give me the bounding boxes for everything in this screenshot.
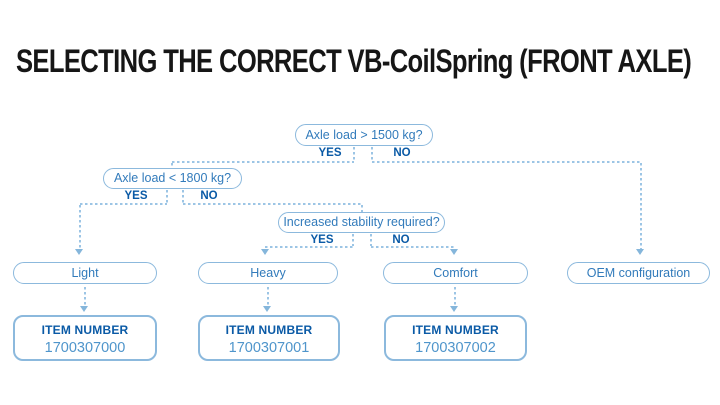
arrow-down-icon: [450, 249, 458, 255]
connector-d2-yes-horizontal: [80, 203, 167, 205]
connector-into-d2: [171, 163, 173, 169]
connector-to-oem: [640, 163, 642, 249]
decision-1-yes-label: YES: [318, 147, 342, 159]
decision-2-yes-label: YES: [124, 190, 148, 202]
decision-2-no-label: NO: [200, 190, 218, 202]
item-number-value: 1700307001: [228, 340, 310, 356]
connector-d1-no-stub: [371, 147, 373, 162]
connector-to-light: [79, 205, 81, 249]
connector-d2-no-stub: [182, 190, 184, 203]
arrow-down-icon: [261, 249, 269, 255]
connector-d1-yes-horizontal: [172, 161, 354, 163]
connector-d3-yes-stub: [352, 234, 354, 246]
decision-axle-load-1800: Axle load < 1800 kg?: [103, 168, 242, 189]
page-title-text: SELECTING THE CORRECT VB-CoilSpring (FRO…: [16, 43, 692, 79]
item-number-heading: ITEM NUMBER: [41, 323, 129, 337]
connector-d3-no-horizontal: [371, 246, 455, 248]
item-number-box-light: ITEM NUMBER 1700307000: [13, 315, 157, 361]
connector-light-to-item: [84, 287, 86, 306]
decision-3-yes-label: YES: [310, 234, 334, 246]
arrow-down-icon: [75, 249, 83, 255]
item-number-heading: ITEM NUMBER: [412, 323, 499, 337]
connector-d1-yes-stub: [353, 147, 355, 162]
connector-d2-yes-stub: [166, 190, 168, 203]
arrow-down-icon: [450, 306, 458, 312]
connector-into-d3: [361, 205, 363, 212]
item-number-box-comfort: ITEM NUMBER 1700307002: [384, 315, 527, 361]
outcome-heavy: Heavy: [198, 262, 338, 284]
connector-d1-no-horizontal: [372, 161, 642, 163]
item-number-value: 1700307000: [44, 340, 126, 356]
item-number-heading: ITEM NUMBER: [225, 323, 313, 337]
outcome-light: Light: [13, 262, 157, 284]
arrow-down-icon: [263, 306, 271, 312]
connector-d3-yes-horizontal: [265, 246, 353, 248]
connector-d3-no-stub: [370, 234, 372, 246]
page-title: SELECTING THE CORRECT VB-CoilSpring (FRO…: [16, 43, 720, 79]
decision-increased-stability: Increased stability required?: [278, 212, 445, 233]
arrow-down-icon: [80, 306, 88, 312]
connector-heavy-to-item: [267, 287, 269, 306]
item-number-box-heavy: ITEM NUMBER 1700307001: [198, 315, 340, 361]
outcome-oem-configuration: OEM configuration: [567, 262, 710, 284]
connector-comfort-to-item: [454, 287, 456, 306]
item-number-value: 1700307002: [415, 340, 496, 356]
decision-3-no-label: NO: [392, 234, 410, 246]
outcome-comfort: Comfort: [383, 262, 528, 284]
decision-1-no-label: NO: [393, 147, 411, 159]
arrow-down-icon: [636, 249, 644, 255]
decision-axle-load-1500: Axle load > 1500 kg?: [295, 124, 433, 146]
connector-d2-no-horizontal: [183, 203, 362, 205]
